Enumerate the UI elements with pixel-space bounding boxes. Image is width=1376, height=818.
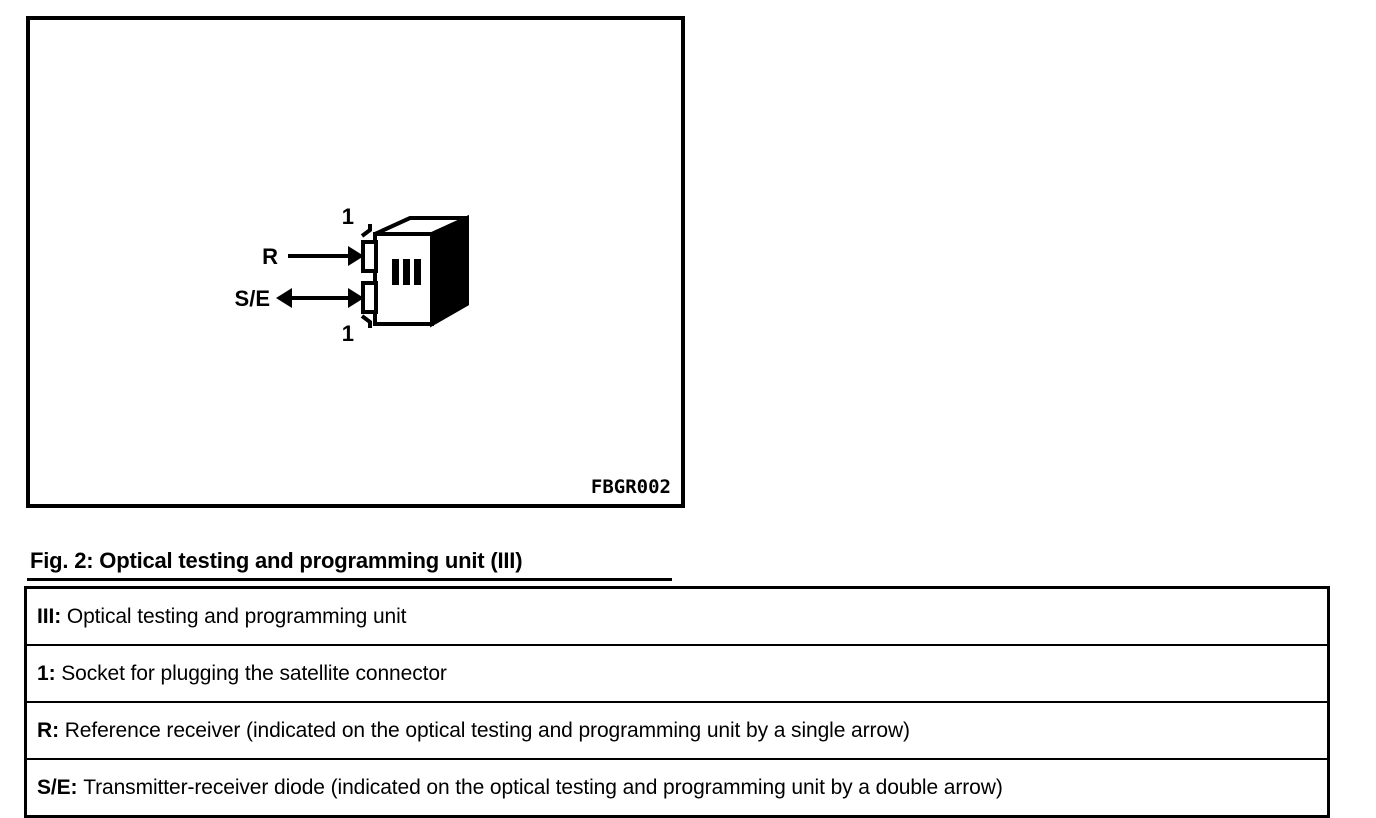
device-illustration: 1 1 R S/E	[230, 200, 490, 350]
legend-key: S/E:	[37, 775, 84, 799]
legend-cell: S/E: Transmitter-receiver diode (indicat…	[27, 759, 1327, 815]
legend-cell: III: Optical testing and programming uni…	[27, 589, 1327, 646]
device-face-marking-III	[392, 259, 421, 285]
legend-text: Transmitter-receiver diode (indicated on…	[83, 775, 1003, 799]
socket-top-leader-line	[360, 224, 372, 238]
optical-unit-drawing: 1 1 R S/E	[235, 204, 469, 346]
legend-text: Reference receiver (indicated on the opt…	[64, 718, 910, 742]
legend-text: Optical testing and programming unit	[66, 604, 407, 628]
callout-label-socket-top: 1	[342, 204, 354, 229]
figure-code-label: FBGR002	[590, 476, 671, 498]
table-row: 1: Socket for plugging the satellite con…	[27, 645, 1327, 703]
single-arrow-icon	[288, 246, 364, 266]
table-row: III: Optical testing and programming uni…	[27, 589, 1327, 646]
caption-underline	[27, 578, 672, 581]
table-row: R: Reference receiver (indicated on the …	[27, 702, 1327, 760]
socket-bottom-shape	[361, 281, 378, 314]
socket-bottom-leader-line	[360, 314, 372, 328]
figure-caption: Fig. 2: Optical testing and programming …	[30, 548, 523, 573]
legend-key: R:	[37, 718, 65, 742]
legend-cell: 1: Socket for plugging the satellite con…	[27, 645, 1327, 703]
legend-table: III: Optical testing and programming uni…	[24, 586, 1330, 818]
callout-label-socket-bottom: 1	[342, 321, 354, 346]
legend-cell: R: Reference receiver (indicated on the …	[27, 702, 1327, 760]
callout-label-transmitter-receiver-diode: S/E	[235, 286, 270, 311]
callout-label-reference-receiver: R	[262, 244, 278, 269]
double-arrow-icon	[276, 288, 364, 308]
socket-top-shape	[361, 240, 378, 273]
legend-text: Socket for plugging the satellite connec…	[61, 661, 447, 685]
legend-key: III:	[37, 604, 67, 628]
legend-key: 1:	[37, 661, 62, 685]
figure-frame: 1 1 R S/E FBGR002	[26, 16, 685, 508]
device-right-face	[430, 214, 469, 328]
table-row: S/E: Transmitter-receiver diode (indicat…	[27, 759, 1327, 815]
